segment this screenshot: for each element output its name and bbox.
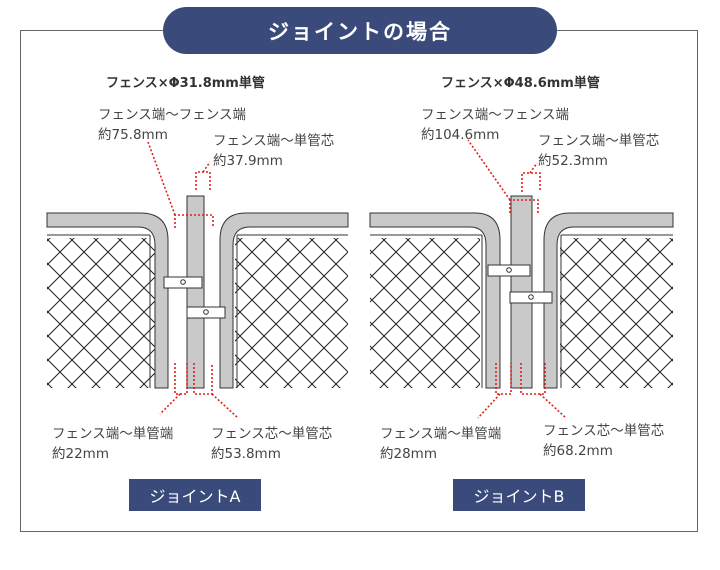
label-line: フェンス芯～単管芯: [211, 426, 333, 442]
joint-a-drawing: [46, 141, 349, 419]
label-value: 約104.6mm: [421, 127, 500, 143]
label-value: 約68.2mm: [543, 443, 613, 459]
right-fence-frame: [219, 212, 349, 389]
joint-a-fence-to-pipe-core-label: フェンス端～単管芯 約37.9mm: [213, 131, 334, 171]
joint-a-fence-to-pipe-end-label: フェンス端～単管端 約22mm: [52, 424, 173, 464]
label-line: フェンス端～フェンス端: [98, 107, 246, 123]
joint-a-tag: ジョイントA: [129, 479, 261, 511]
joint-b-core-to-core-label: フェンス芯～単管芯 約68.2mm: [543, 421, 664, 461]
right-fence-mesh: [560, 238, 673, 388]
right-fence-frame: [543, 212, 674, 389]
joint-b-drawing: [369, 139, 674, 419]
label-value: 約28mm: [380, 446, 437, 462]
joint-a-core-to-core-label: フェンス芯～単管芯 約53.8mm: [211, 424, 332, 464]
label-line: フェンス端～単管芯: [538, 133, 660, 149]
label-line: フェンス端～単管端: [52, 426, 174, 442]
label-value: 約37.9mm: [213, 153, 283, 169]
label-line: フェンス芯～単管芯: [543, 423, 665, 439]
label-value: 約22mm: [52, 446, 109, 462]
joint-b-heading: フェンス×Φ48.6mm単管: [441, 76, 600, 91]
left-fence-frame: [46, 212, 169, 389]
joint-a-fence-to-fence-label: フェンス端～フェンス端 約75.8mm: [98, 105, 246, 145]
joint-b-fence-to-pipe-core-label: フェンス端～単管芯 約52.3mm: [538, 131, 659, 171]
label-line: フェンス端～単管芯: [213, 133, 335, 149]
right-fence-mesh: [235, 238, 348, 388]
left-fence-frame: [369, 212, 501, 389]
dimension-markers: [147, 141, 239, 419]
label-value: 約53.8mm: [211, 446, 281, 462]
page-title: ジョイントの場合: [163, 7, 557, 54]
label-value: 約75.8mm: [98, 127, 168, 143]
clamp-upper: [487, 264, 531, 277]
label-line: フェンス端～フェンス端: [421, 107, 569, 123]
dimension-markers: [467, 139, 567, 419]
label-line: フェンス端～単管端: [380, 426, 502, 442]
joint-b-fence-to-fence-label: フェンス端～フェンス端 約104.6mm: [421, 105, 569, 145]
joint-b-tag: ジョイントB: [453, 479, 585, 511]
joint-a-heading: フェンス×Φ31.8mm単管: [106, 76, 265, 91]
clamp-lower: [509, 291, 553, 304]
left-fence-mesh: [370, 238, 480, 388]
left-fence-mesh: [47, 238, 155, 388]
label-value: 約52.3mm: [538, 153, 608, 169]
joint-b-fence-to-pipe-end-label: フェンス端～単管端 約28mm: [380, 424, 501, 464]
clamp-lower: [186, 306, 226, 319]
clamp-upper: [163, 276, 203, 289]
single-pipe: [186, 195, 205, 389]
